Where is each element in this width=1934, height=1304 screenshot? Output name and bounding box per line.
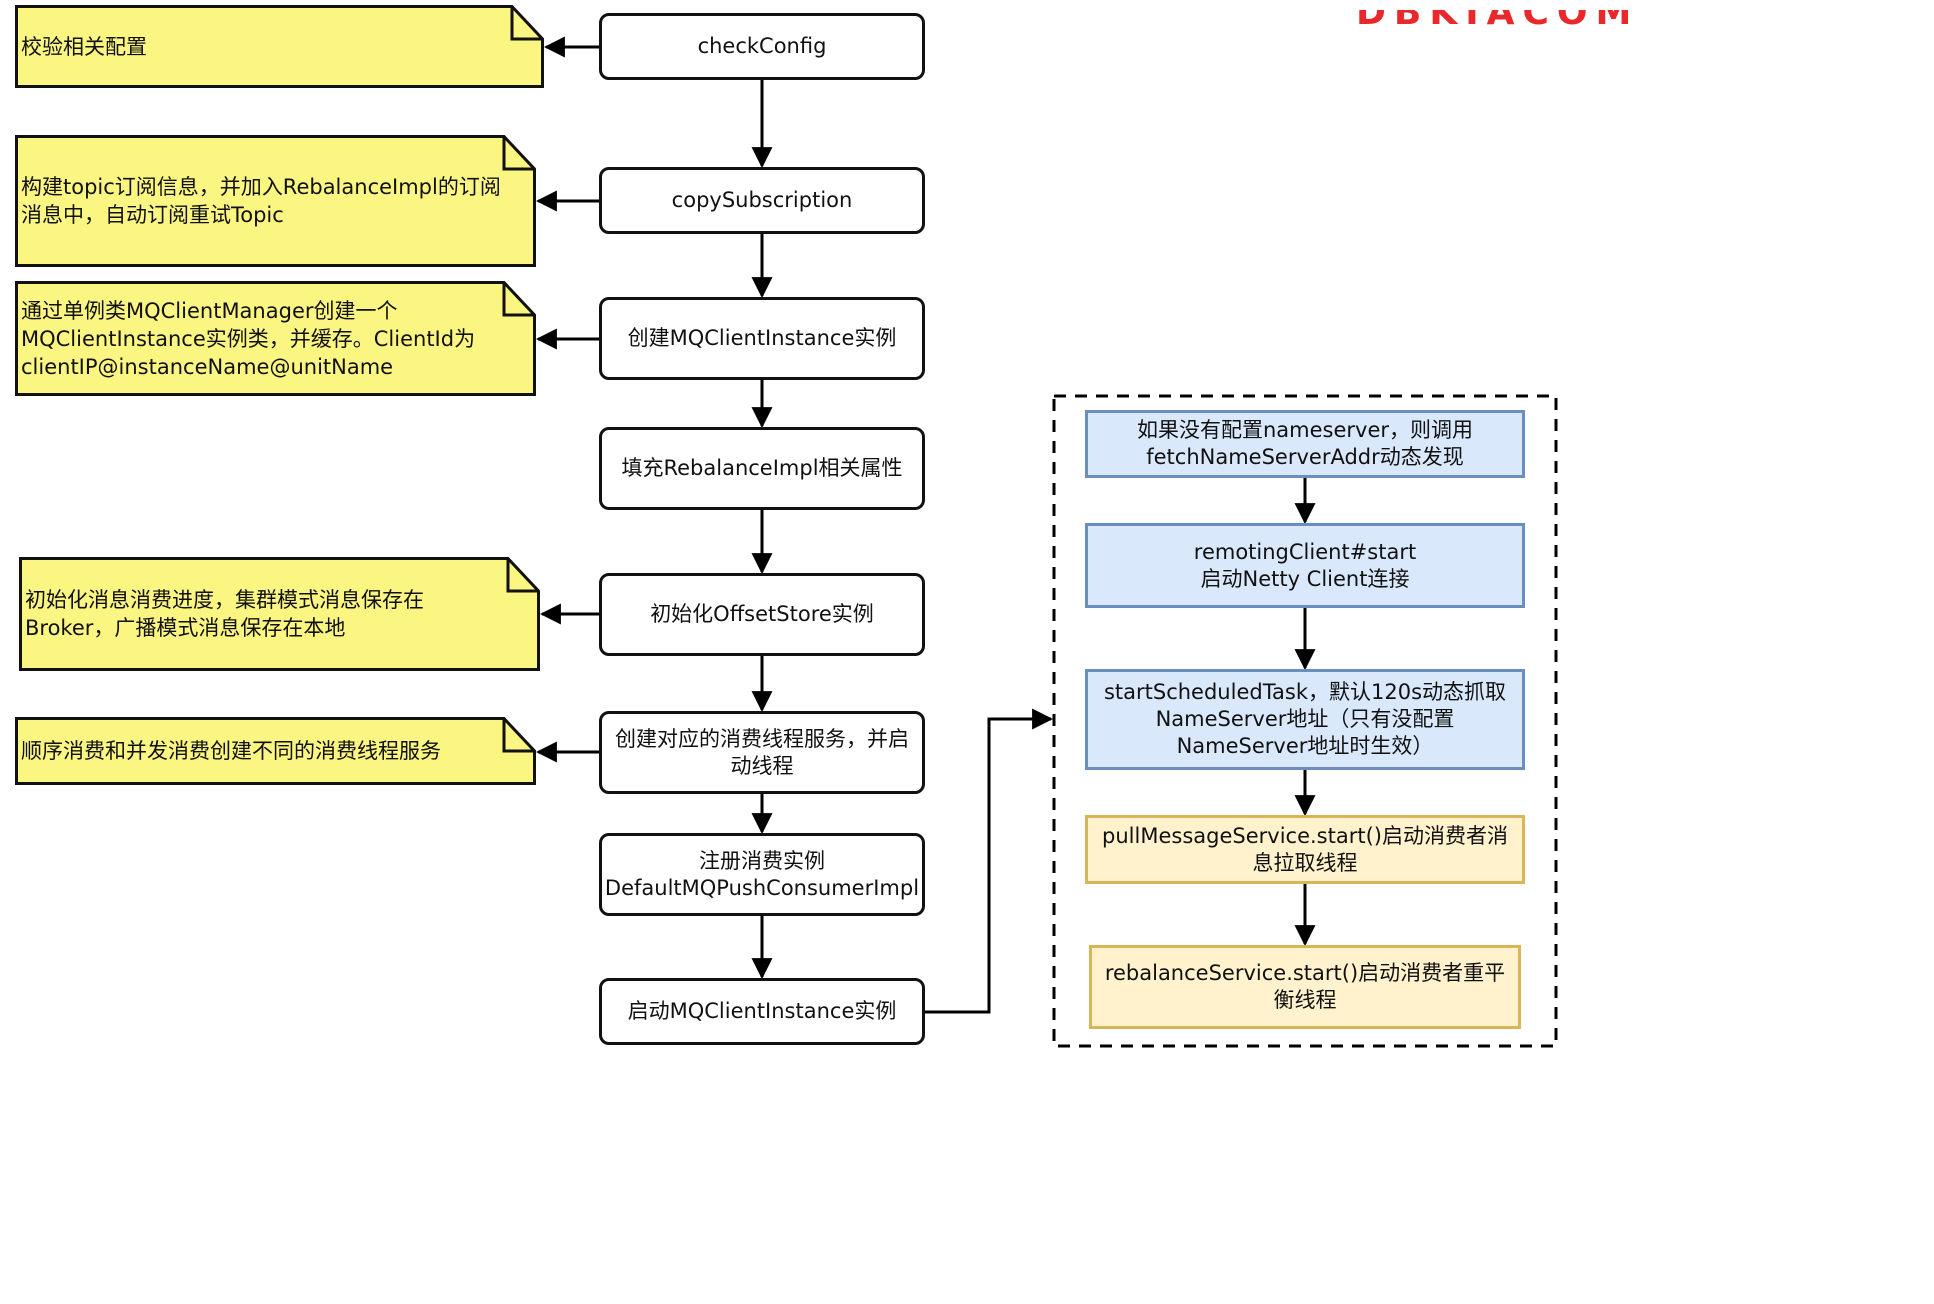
note-client-instance: 通过单例类MQClientManager创建一个 MQClientInstanc… <box>15 281 536 396</box>
step-create-consume-service: 创建对应的消费线程服务，并启 动线程 <box>599 711 925 794</box>
step-copy-subscription: copySubscription <box>599 167 925 234</box>
detail-pull-message-service: pullMessageService.start()启动消费者消 息拉取线程 <box>1085 815 1525 884</box>
note-copy-subscription: 构建topic订阅信息，并加入RebalanceImpl的订阅 消息中，自动订阅… <box>15 135 536 267</box>
step-fill-rebalance-impl: 填充RebalanceImpl相关属性 <box>599 427 925 510</box>
note-check-config: 校验相关配置 <box>15 5 544 88</box>
detail-rebalance-service: rebalanceService.start()启动消费者重平 衡线程 <box>1089 945 1521 1029</box>
step-start-client-instance: 启动MQClientInstance实例 <box>599 978 925 1045</box>
watermark-fragment: DBKIACOM <box>1356 10 1640 33</box>
step-check-config: checkConfig <box>599 13 925 80</box>
note-consume-service: 顺序消费和并发消费创建不同的消费线程服务 <box>15 717 536 785</box>
connectors <box>535 36 1558 1048</box>
step-register-consumer: 注册消费实例 DefaultMQPushConsumerImpl <box>599 833 925 916</box>
detail-scheduled-task: startScheduledTask，默认120s动态抓取 NameServer… <box>1085 669 1525 770</box>
flowchart: DBKIACOM checkConfig copySubscription 创建… <box>15 5 1631 1048</box>
step-create-client-instance: 创建MQClientInstance实例 <box>599 297 925 380</box>
detail-group-container <box>1052 394 1558 1048</box>
arrow-start-to-details <box>925 708 1054 1014</box>
detail-remoting-client-start: remotingClient#start 启动Netty Client连接 <box>1085 523 1525 608</box>
note-offset-store: 初始化消息消费进度，集群模式消息保存在 Broker，广播模式消息保存在本地 <box>19 557 540 671</box>
step-init-offset-store: 初始化OffsetStore实例 <box>599 573 925 656</box>
detail-fetch-nameserver: 如果没有配置nameserver，则调用 fetchNameServerAddr… <box>1085 410 1525 478</box>
